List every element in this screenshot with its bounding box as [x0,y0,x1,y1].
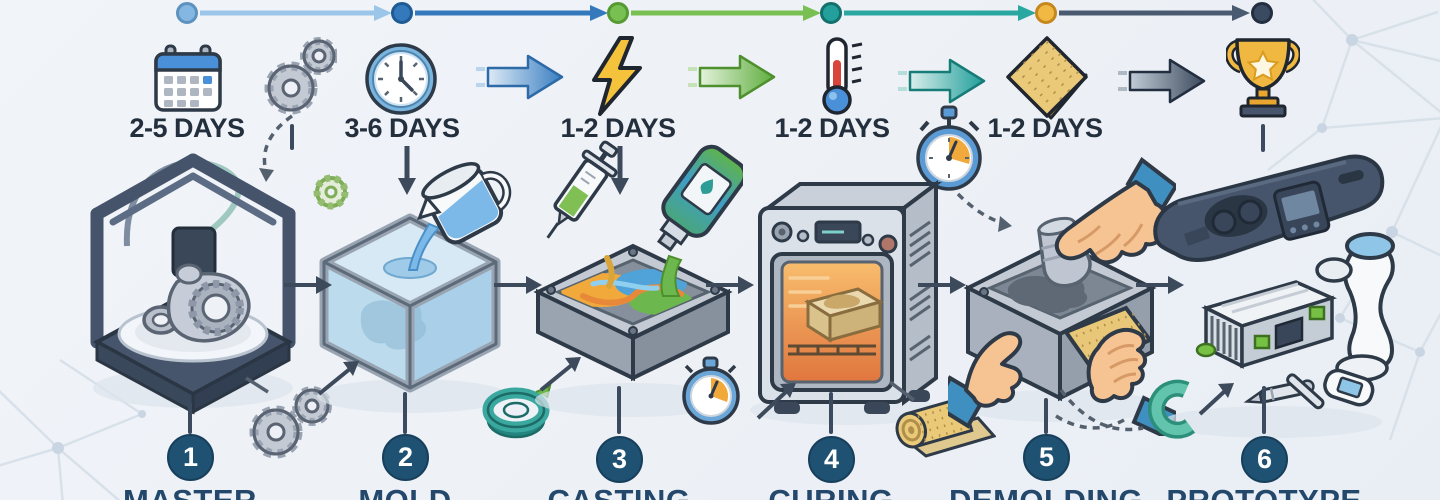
thermometer-icon [822,37,863,115]
stem-step-3 [617,386,621,434]
duration-label-demolding: 1-2 DAYS [987,113,1103,143]
mold-in-oven [804,287,884,343]
printed-master-part [142,263,251,343]
printer-frame [90,153,296,349]
diagonal-arrow [317,366,353,396]
illustration-prototype-parts [1148,154,1395,439]
illustration-demolding [948,157,1176,436]
arrow-right-green-icon [688,54,776,100]
duration-label-master: 2-5 DAYS [129,113,245,143]
trophy-connector-dash [1261,124,1265,152]
ecu-green-button [1308,305,1326,321]
stopwatch-icon [916,105,1012,232]
calendar-icon [154,44,222,112]
connector-arrow-3 [706,276,754,294]
connector-arrow-5 [1136,276,1184,294]
step-number-5: 5 [1023,434,1070,481]
lightning-icon [592,36,642,116]
scanner-device [1286,368,1375,410]
ecu-enclosure-box [1195,280,1337,369]
timeline-dot-5 [1035,2,1057,24]
illustration-3d-printer [90,153,296,415]
gears-connector-dash [290,124,294,150]
step-label-casting: CASTING [499,485,739,500]
stopwatch-small [682,356,740,425]
stem-step-5 [1044,398,1048,434]
duration-label-mold: 3-6 DAYS [344,113,460,143]
arrow-right-teal-icon [898,58,986,104]
timeline-dot-2 [391,2,413,24]
ecu-port [1274,316,1304,350]
handle-blue-cap [1345,232,1395,260]
small-green-gear [313,174,349,210]
syringe-stream [604,255,615,289]
sandpaper-icon [1006,36,1088,120]
stem-step-6 [1262,386,1266,434]
connector-arrow-4 [918,276,966,294]
tape-roll-decor [482,384,552,439]
step-label-mold: MOLD [285,485,525,500]
arrow-right-dark-icon [1118,58,1206,104]
drop-logo [700,179,713,194]
diagonal-arrow [539,362,575,392]
ergonomic-handle [1315,232,1395,382]
illustration-mold-pouring [313,146,512,413]
step-number-3: 3 [596,436,643,483]
duration-label-casting: 1-2 DAYS [560,113,676,143]
trophy-icon [1226,38,1300,118]
oven-side-vents [909,220,931,362]
pour-stream [407,222,441,271]
dashed-arc-to-cring [1059,388,1144,432]
ecu-green-button [1253,334,1271,350]
duration-label-curing: 1-2 DAYS [774,113,890,143]
timeline-dot-6 [1251,2,1273,24]
step-label-curing: CURING [711,485,951,500]
connector-arrow-1 [284,276,332,294]
diagonal-arrow-to-oven [756,383,796,420]
hand-right [1086,328,1176,436]
clock-icon [365,43,437,115]
timeline-dot-3 [607,2,629,24]
step-number-2: 2 [382,434,429,481]
pouring-pitcher [416,162,512,245]
diagonal-arrow [1198,388,1228,416]
oven-rack [788,344,876,356]
stem-step-2 [403,392,407,434]
resin-bottle [656,144,743,252]
arrow-right-blue-icon [476,54,564,100]
step-number-1: 1 [167,434,214,481]
timeline-dot-1 [176,2,198,24]
bottle-stream [660,254,683,297]
oven-knob [878,234,898,254]
process-timeline [176,2,1273,24]
car-dashboard [1153,154,1385,262]
gears-icon [264,37,337,115]
timeline-dot-4 [820,2,842,24]
step-label-demolding: DEMOLDING [926,485,1166,500]
step-label-master: MASTER [70,485,310,500]
illustration-curing-oven [750,180,942,425]
stem-step-4 [829,392,833,434]
hand-left [948,331,1023,429]
scanner-screen [1336,376,1364,399]
step-number-6: 6 [1241,436,1288,483]
connector-arrow-2 [494,276,542,294]
c-ring [1148,379,1196,439]
step-number-4: 4 [808,436,855,483]
syringe [546,140,618,239]
dashed-arc-gears-decor [259,114,294,182]
hand-top [1054,157,1176,265]
illustration-resin-casting [533,140,743,425]
step-label-prototype: PROTOTYPE [1144,485,1384,500]
stem-step-1 [188,402,192,434]
